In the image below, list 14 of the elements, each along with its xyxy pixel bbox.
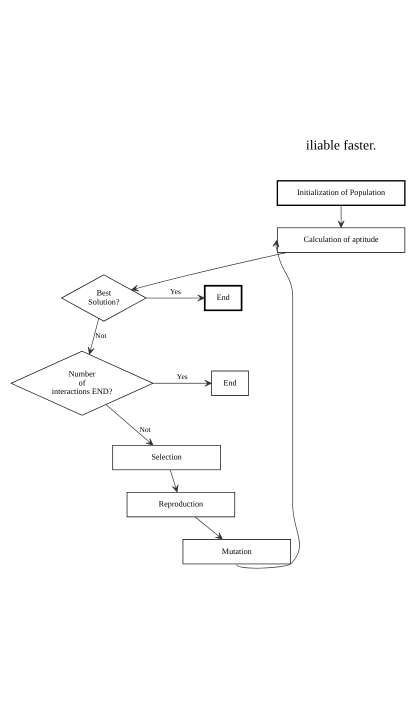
arrow <box>170 470 178 492</box>
arrow <box>236 240 300 568</box>
arrow <box>106 404 154 446</box>
arrow <box>88 318 100 355</box>
edge-label: Yes <box>176 372 188 382</box>
arrow <box>131 252 288 292</box>
arrow <box>146 294 205 302</box>
edge-label: Not <box>139 425 151 434</box>
edge-label: Not <box>95 331 106 340</box>
label: iliable faster. <box>306 137 376 152</box>
edge-label: Yes <box>170 286 181 296</box>
arrow <box>152 380 212 387</box>
arrow <box>338 205 345 228</box>
arrow <box>194 516 223 540</box>
